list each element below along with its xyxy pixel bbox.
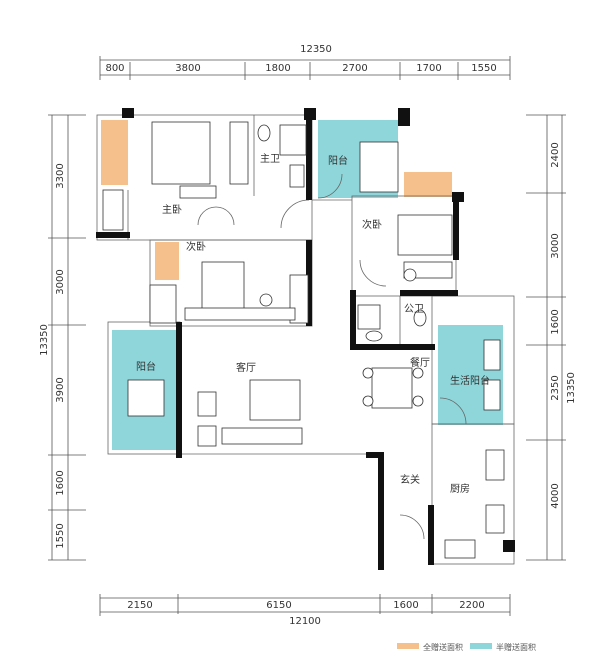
kitchen-sink [485,449,505,481]
balcony-top-table [359,141,399,193]
label-balcony-top: 阳台 [328,154,348,167]
bottom-dim-4: 2200 [459,600,484,611]
balcony-left-table [127,379,165,417]
legend-half-swatch [470,643,492,649]
left-dim-1: 3300 [55,163,66,188]
dining-chair-1 [362,367,374,379]
second-bed-right [397,214,453,256]
label-master-bath: 主卫 [260,153,280,165]
master-desk [102,189,124,231]
service-sink [483,339,501,371]
bottom-dimensions: 2150 6150 1600 2200 12100 [99,594,511,627]
bottom-dim-3: 1600 [393,600,418,611]
armchair [197,391,217,417]
master-wardrobe [229,121,249,185]
left-total-dim: 13350 [39,324,50,356]
legend-full-swatch [397,643,419,649]
top-dimensions: 12350 800 3800 1800 2700 1700 1550 [99,44,511,80]
side-table [197,425,217,447]
room-labels: 主卫 主卧 阳台 次卧 次卧 公卫 客厅 餐厅 生活阳台 阳台 玄关 厨房 [136,153,490,495]
bottom-total-dim: 12100 [289,616,321,627]
bottom-dim-2: 6150 [266,600,291,611]
kitchen-stove [485,504,505,534]
label-kitchen: 厨房 [450,482,470,495]
master-toilet [257,124,271,142]
label-master-bedroom: 主卧 [162,203,182,216]
legend-full-label: 全赠送面积 [423,642,463,652]
top-total-dim: 12350 [300,44,332,55]
tv-cabinet [184,307,296,321]
walls [96,108,515,570]
second-desk [149,284,177,324]
sofa [221,427,303,445]
master-shower [279,124,307,156]
master-basin [289,164,305,188]
right-dim-1: 2400 [550,142,561,167]
top-dim-1: 800 [105,63,124,74]
right-dim-5: 4000 [550,483,561,508]
right-dim-4: 2350 [550,375,561,400]
dining-chair-2 [362,395,374,407]
top-dim-5: 1700 [416,63,441,74]
bottom-dim-1: 2150 [127,600,152,611]
dining-chair-3 [412,367,424,379]
right-bay-window-area [404,172,452,197]
master-bed [151,121,211,185]
right-total-dim: 13350 [566,372,577,404]
label-balcony-left: 阳台 [136,360,156,373]
left-dim-2: 3000 [55,269,66,294]
furniture [102,121,505,559]
label-living-room: 客厅 [236,361,256,374]
left-dim-3: 3900 [55,377,66,402]
chair-left [259,293,273,307]
second-bay-window-area [155,242,179,280]
washing-machine [483,379,501,411]
right-dim-3: 1600 [550,309,561,334]
second-bed-left [201,261,245,311]
dining-table [371,367,413,409]
top-dim-6: 1550 [471,63,496,74]
public-shower [357,304,381,330]
right-dimensions: 2400 3000 1600 2350 4000 13350 [526,114,577,561]
gift-areas [101,120,503,450]
label-dining: 餐厅 [410,356,430,369]
label-public-bath: 公卫 [404,304,424,315]
label-entrance: 玄关 [400,473,420,486]
legend-half-label: 半赠送面积 [496,642,536,652]
left-dimensions: 3300 3000 3900 1600 1550 13350 [39,114,86,561]
coffee-table [249,379,301,421]
master-bay-window-area [101,120,128,185]
top-dim-2: 3800 [175,63,200,74]
public-basin [365,330,383,342]
public-toilet [413,309,427,327]
left-dim-5: 1550 [55,523,66,548]
dining-chair-4 [412,395,424,407]
label-second-bedroom-right: 次卧 [362,218,382,231]
right-dim-2: 3000 [550,233,561,258]
label-second-bedroom-left: 次卧 [186,240,206,253]
left-dim-4: 1600 [55,470,66,495]
label-service-balcony: 生活阳台 [450,374,490,387]
top-dim-3: 1800 [265,63,290,74]
chair-right [403,268,417,282]
master-rug [179,185,217,199]
top-dim-4: 2700 [342,63,367,74]
legend: 全赠送面积 半赠送面积 [397,642,536,652]
fridge [444,539,476,559]
